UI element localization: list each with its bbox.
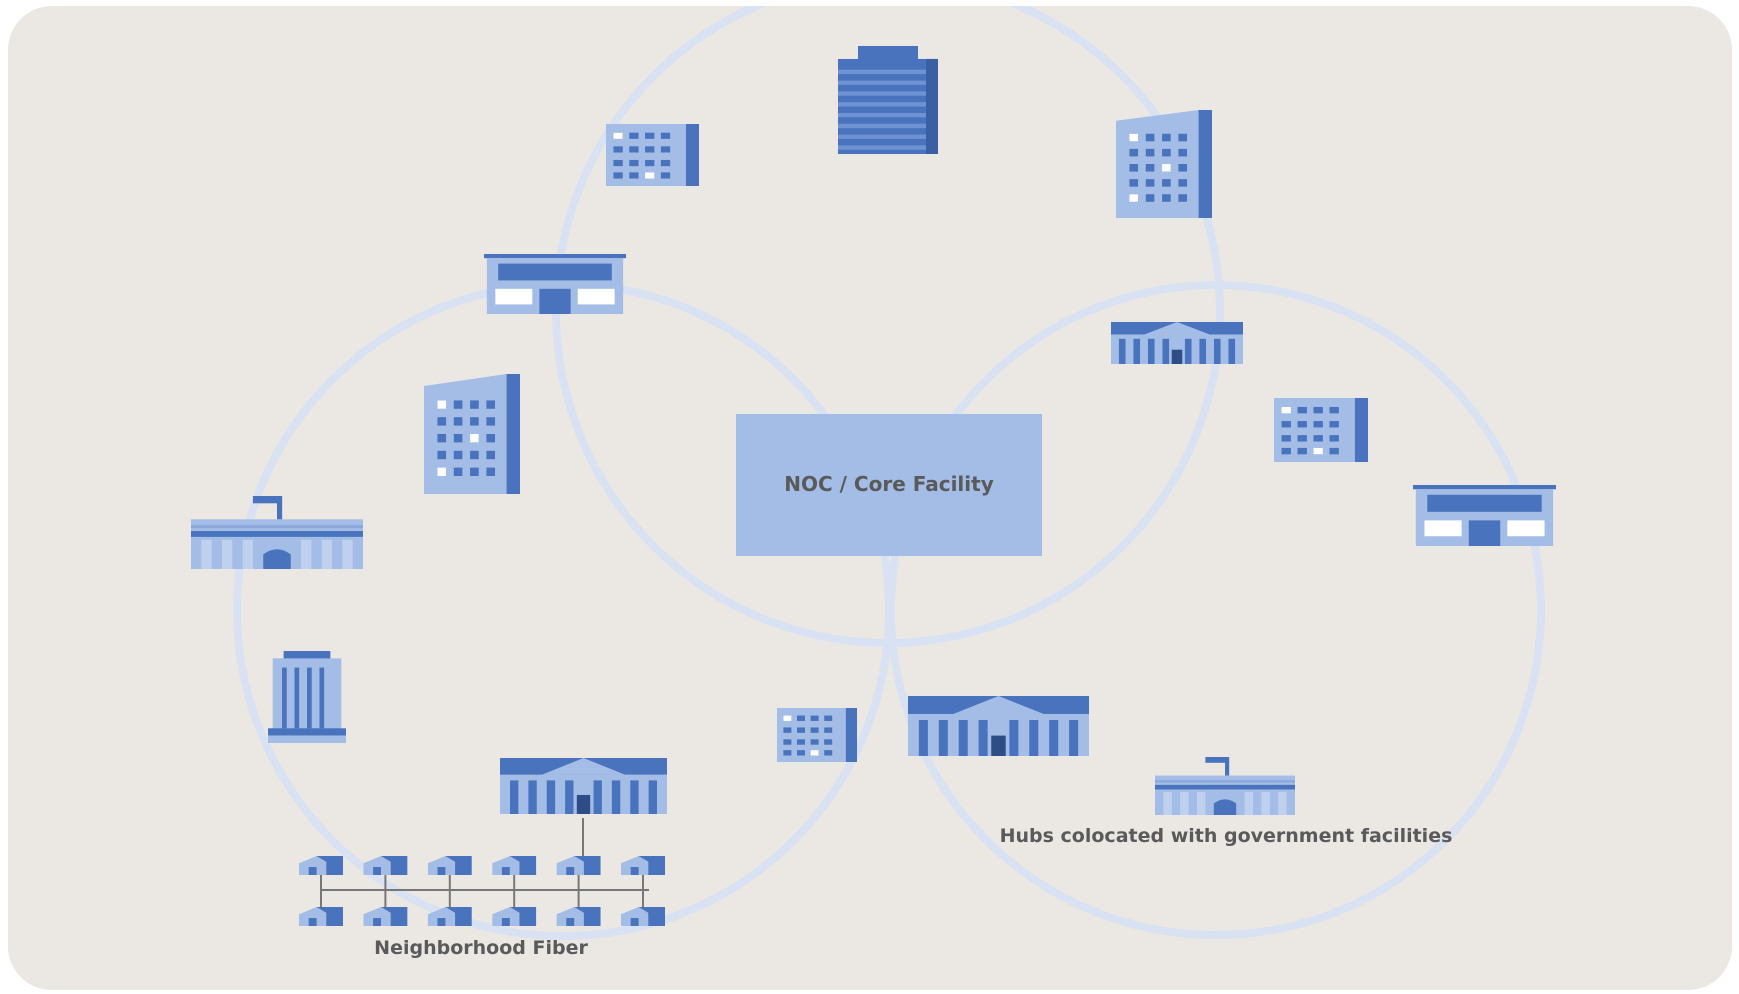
column-tower-icon bbox=[268, 651, 346, 743]
government-building-icon bbox=[908, 696, 1089, 756]
house-grid bbox=[299, 856, 665, 926]
office-tall-icon bbox=[1116, 110, 1212, 218]
office-building-icon bbox=[1274, 398, 1368, 462]
government-building-icon bbox=[1111, 322, 1243, 364]
government-building-icon bbox=[500, 758, 667, 814]
neighborhood-fiber bbox=[299, 818, 665, 926]
diagram-panel: NOC / Core Facility bbox=[8, 6, 1732, 990]
network-diagram: NOC / Core Facility bbox=[8, 6, 1732, 990]
office-tall-icon bbox=[424, 374, 520, 494]
neighborhood-label: Neighborhood Fiber bbox=[374, 937, 588, 959]
tower-icon bbox=[838, 46, 938, 154]
core-facility-label: NOC / Core Facility bbox=[784, 472, 993, 496]
core-facility: NOC / Core Facility bbox=[736, 414, 1042, 556]
hubs-label: Hubs colocated with government facilitie… bbox=[1000, 825, 1453, 847]
core-facility-box bbox=[736, 414, 1042, 556]
storefront-icon bbox=[1413, 485, 1556, 546]
office-building-icon bbox=[606, 124, 699, 186]
storefront-icon bbox=[484, 254, 626, 314]
office-building-icon bbox=[777, 708, 857, 762]
ring-right bbox=[887, 281, 1545, 939]
